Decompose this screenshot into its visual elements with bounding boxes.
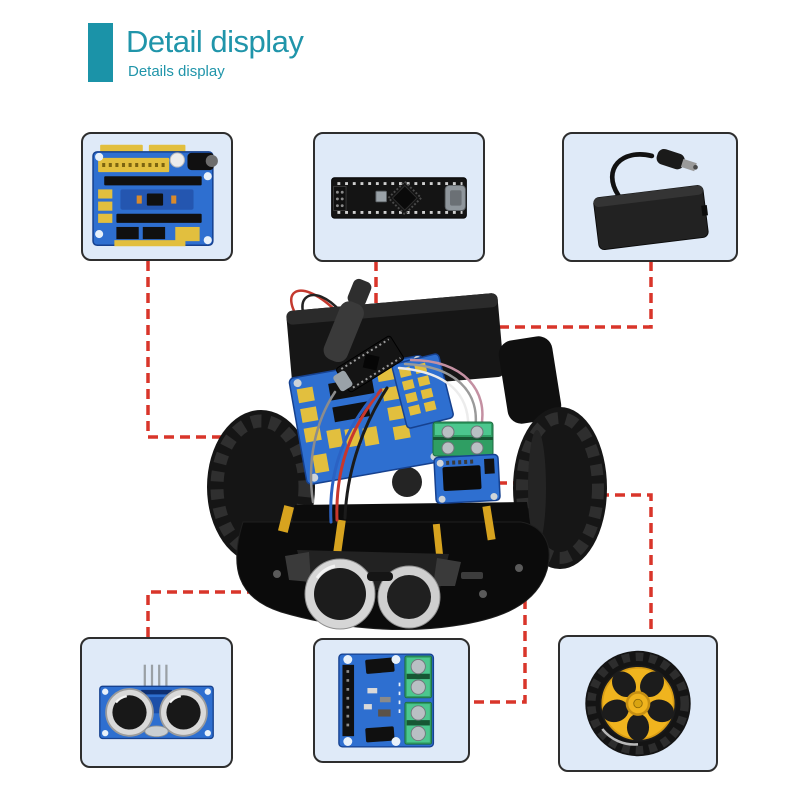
component-card-wheel — [558, 635, 718, 772]
car-nano-board — [333, 335, 404, 393]
page-title: Detail display — [126, 24, 304, 59]
car-jumper-wires — [309, 358, 484, 524]
teal-accent-bar — [88, 23, 113, 82]
nano-controller-image — [331, 177, 467, 219]
motor-driver-image — [338, 653, 435, 748]
car-motor-driver — [432, 421, 501, 505]
page-subtitle: Details display — [128, 63, 225, 80]
battery-pack-image — [593, 148, 709, 251]
ultrasonic-sensor-image — [99, 664, 214, 740]
wheel-hub — [601, 666, 675, 741]
assembled-robot-car-image — [207, 278, 607, 631]
component-card-battery-pack — [562, 132, 738, 262]
car-dc-plug — [323, 278, 372, 363]
car-ultrasonic-sensor — [285, 550, 461, 630]
wheel-image — [585, 650, 691, 757]
component-card-expansion-shield — [81, 132, 233, 261]
car-rear-panel — [498, 336, 562, 424]
component-card-nano-controller — [313, 132, 485, 262]
expansion-shield-image — [92, 144, 218, 247]
dc-plug — [656, 148, 698, 172]
component-card-ultrasonic-sensor — [80, 637, 233, 768]
component-card-motor-driver — [313, 638, 470, 763]
